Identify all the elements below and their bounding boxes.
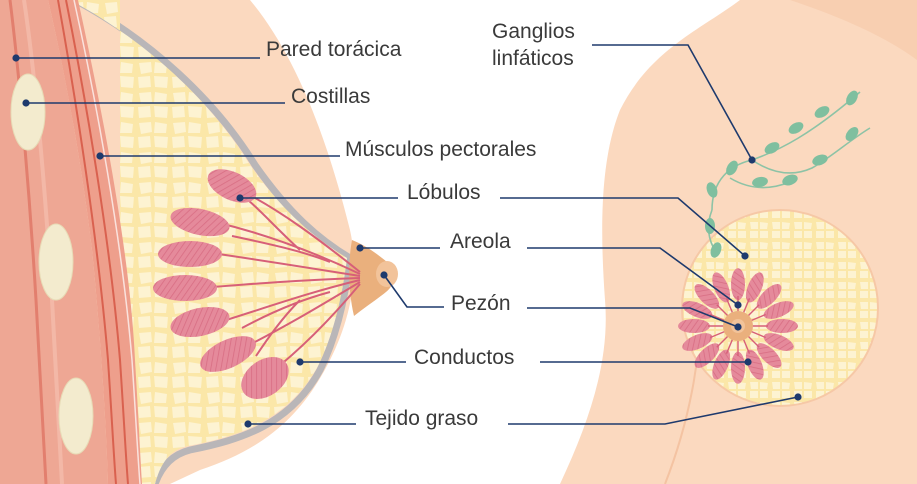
label-ganglios-line2: linfáticos	[492, 45, 575, 72]
label-musculos-pectorales: Músculos pectorales	[345, 138, 536, 162]
rib	[59, 378, 93, 454]
label-costillas: Costillas	[291, 85, 370, 109]
label-ganglios-linfaticos: Ganglios linfáticos	[492, 18, 575, 72]
rib	[39, 224, 73, 300]
rib	[11, 74, 45, 150]
label-tejido-graso: Tejido graso	[365, 407, 478, 431]
lobule	[731, 352, 745, 384]
lobule	[678, 319, 710, 333]
label-pezon: Pezón	[451, 292, 511, 316]
lobule	[766, 319, 798, 333]
label-conductos: Conductos	[414, 346, 514, 370]
lobule	[731, 268, 745, 300]
label-lobulos: Lóbulos	[407, 181, 481, 205]
label-ganglios-line1: Ganglios	[492, 18, 575, 45]
label-pared-toracica: Pared torácica	[266, 38, 401, 62]
label-areola: Areola	[450, 230, 511, 254]
